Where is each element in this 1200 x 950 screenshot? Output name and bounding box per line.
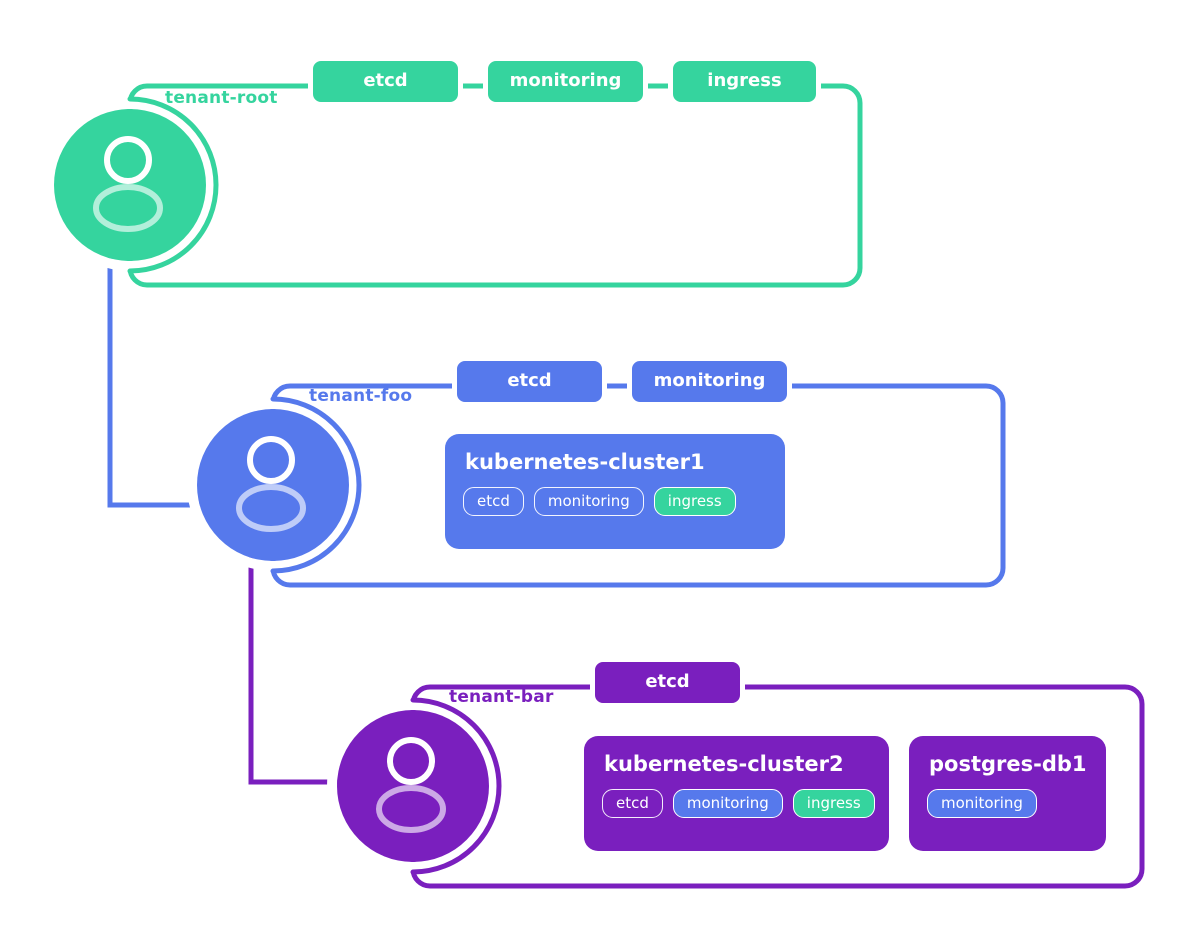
- card-title: postgres-db1: [929, 752, 1087, 776]
- resource-card-kubernetes-cluster1[interactable]: kubernetes-cluster1 etcd monitoring ingr…: [445, 434, 785, 549]
- chip-monitoring[interactable]: monitoring: [927, 789, 1037, 818]
- card-chip-row: etcd monitoring ingress: [602, 789, 875, 818]
- tenant-root-badge-ingress[interactable]: ingress: [668, 56, 821, 107]
- tenant-foo-avatar-head-icon: [247, 436, 295, 484]
- connector-root-to-foo: [107, 250, 200, 508]
- chip-ingress[interactable]: ingress: [792, 789, 875, 818]
- card-chip-row: monitoring: [927, 789, 1088, 818]
- card-title: kubernetes-cluster2: [604, 752, 844, 776]
- tenant-root-avatar-body-icon: [93, 184, 163, 232]
- resource-card-postgres-db1[interactable]: postgres-db1 monitoring: [909, 736, 1106, 851]
- tenant-bar-badge-etcd[interactable]: etcd: [590, 657, 745, 708]
- chip-etcd[interactable]: etcd: [463, 487, 524, 516]
- resource-card-kubernetes-cluster2[interactable]: kubernetes-cluster2 etcd monitoring ingr…: [584, 736, 889, 851]
- tenant-bar-avatar-head-icon: [387, 737, 435, 785]
- tenant-foo-badge-etcd[interactable]: etcd: [452, 356, 607, 407]
- chip-etcd[interactable]: etcd: [602, 789, 663, 818]
- chip-monitoring[interactable]: monitoring: [533, 487, 644, 516]
- tenant-foo-badge-monitoring[interactable]: monitoring: [627, 356, 792, 407]
- tenant-bar-label: tenant-bar: [449, 687, 554, 707]
- tenant-root-badge-etcd[interactable]: etcd: [308, 56, 463, 107]
- chip-monitoring[interactable]: monitoring: [672, 789, 783, 818]
- tenant-foo-label: tenant-foo: [309, 386, 413, 406]
- chip-ingress[interactable]: ingress: [653, 487, 736, 516]
- card-chip-row: etcd monitoring ingress: [463, 487, 767, 516]
- tenant-root-badge-monitoring[interactable]: monitoring: [483, 56, 648, 107]
- tenant-root-avatar-head-icon: [104, 136, 152, 184]
- card-title: kubernetes-cluster1: [465, 450, 705, 474]
- tenant-root-label: tenant-root: [165, 88, 278, 108]
- tenant-root-container: [44, 83, 863, 288]
- tenant-bar-avatar-body-icon: [376, 785, 446, 833]
- tenant-bar-container: [327, 684, 1145, 889]
- tenant-foo-avatar-body-icon: [236, 484, 306, 532]
- connector-foo-to-bar: [248, 552, 340, 785]
